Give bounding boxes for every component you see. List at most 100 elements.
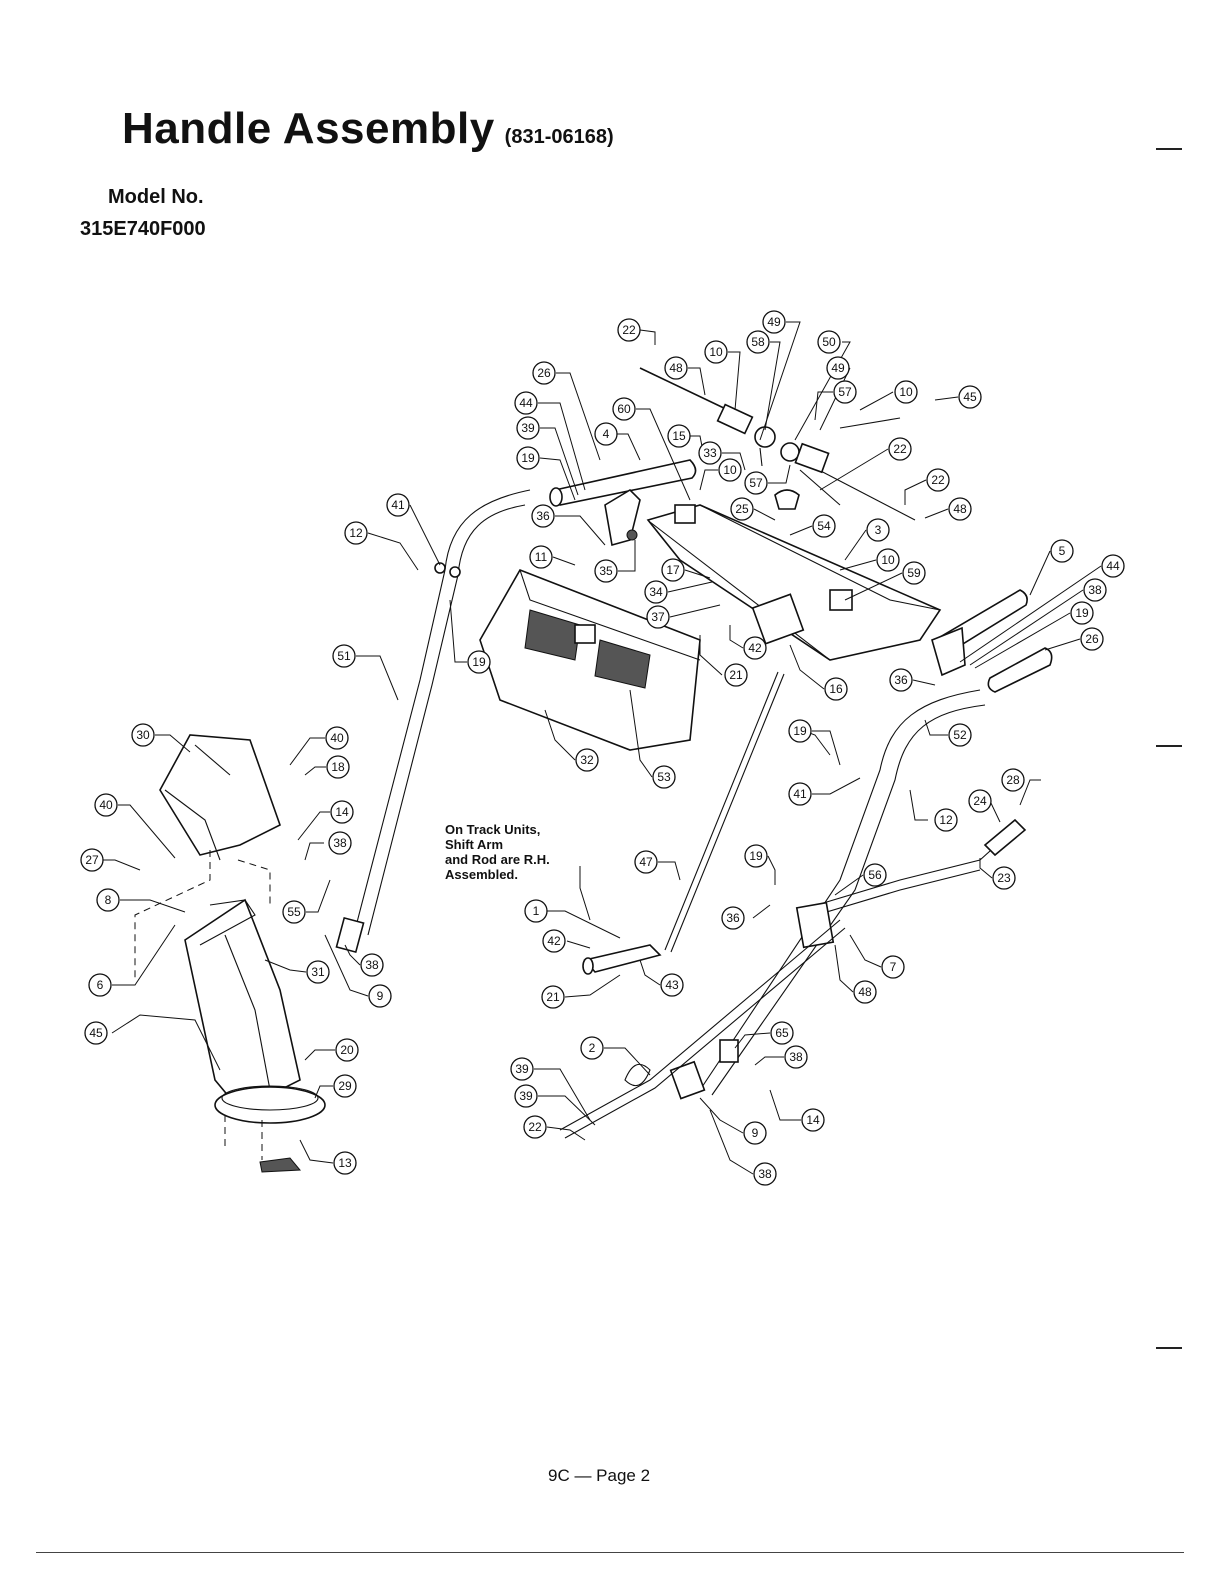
callout-29: 29 xyxy=(333,1074,357,1098)
callout-23: 23 xyxy=(992,866,1016,890)
callout-label: 9 xyxy=(377,989,384,1003)
model-number: 315E740F000 xyxy=(80,218,206,240)
callout-54: 54 xyxy=(812,514,836,538)
callout-label: 42 xyxy=(547,934,561,948)
callout-label: 30 xyxy=(136,728,150,742)
callout-label: 24 xyxy=(973,794,987,808)
callout-19: 19 xyxy=(516,446,540,470)
callout-38: 38 xyxy=(753,1162,777,1186)
control-panel-part xyxy=(646,504,942,661)
bottom-rule xyxy=(36,1552,1184,1553)
callout-label: 19 xyxy=(749,849,763,863)
callout-19: 19 xyxy=(744,844,768,868)
callout-label: 34 xyxy=(649,585,663,599)
callout-label: 3 xyxy=(875,523,882,537)
callout-label: 23 xyxy=(997,871,1011,885)
callout-42: 42 xyxy=(542,929,566,953)
callout-52: 52 xyxy=(948,723,972,747)
callout-36: 36 xyxy=(721,906,745,930)
callout-38: 38 xyxy=(360,953,384,977)
callout-49: 49 xyxy=(826,356,850,380)
callout-33: 33 xyxy=(698,441,722,465)
callout-label: 42 xyxy=(748,641,762,655)
callout-label: 25 xyxy=(735,502,749,516)
callout-42: 42 xyxy=(743,636,767,660)
callout-label: 12 xyxy=(349,526,363,540)
callout-label: 19 xyxy=(1075,606,1089,620)
callout-label: 37 xyxy=(651,610,665,624)
right-handle-tube xyxy=(669,689,986,1100)
callout-label: 27 xyxy=(85,853,99,867)
callout-label: 31 xyxy=(311,965,325,979)
left-hand-grip xyxy=(549,459,697,547)
callout-8: 8 xyxy=(96,888,120,912)
callout-39: 39 xyxy=(514,1084,538,1108)
callout-label: 32 xyxy=(580,753,594,767)
callout-10: 10 xyxy=(876,548,900,572)
callout-label: 1 xyxy=(533,904,540,918)
right-hand-grip xyxy=(931,589,1053,693)
panel-cover xyxy=(479,569,701,751)
edge-mark xyxy=(1156,745,1182,747)
callout-5: 5 xyxy=(1050,539,1074,563)
callout-9: 9 xyxy=(743,1121,767,1145)
callout-label: 18 xyxy=(331,760,345,774)
callout-label: 10 xyxy=(899,385,913,399)
callout-22: 22 xyxy=(617,318,641,342)
callout-58: 58 xyxy=(746,330,770,354)
left-handle-tube xyxy=(335,489,531,954)
edge-mark xyxy=(1156,148,1182,150)
callout-22: 22 xyxy=(926,468,950,492)
callout-22: 22 xyxy=(523,1115,547,1139)
callout-19: 19 xyxy=(467,650,491,674)
callout-label: 2 xyxy=(589,1041,596,1055)
callout-label: 56 xyxy=(868,868,882,882)
callout-label: 45 xyxy=(89,1026,103,1040)
callout-25: 25 xyxy=(730,497,754,521)
lower-shift-rod xyxy=(795,818,1027,949)
callout-2: 2 xyxy=(580,1036,604,1060)
callout-16: 16 xyxy=(824,677,848,701)
shift-rod xyxy=(664,671,785,953)
callout-41: 41 xyxy=(386,493,410,517)
callout-label: 35 xyxy=(599,564,613,578)
callout-label: 52 xyxy=(953,728,967,742)
callout-label: 58 xyxy=(751,335,765,349)
page-title: Handle Assembly (831-06168) xyxy=(122,104,614,154)
callout-10: 10 xyxy=(894,380,918,404)
callout-label: 57 xyxy=(838,385,852,399)
callout-47: 47 xyxy=(634,850,658,874)
callout-38: 38 xyxy=(328,831,352,855)
callout-26: 26 xyxy=(1080,627,1104,651)
callout-label: 10 xyxy=(709,345,723,359)
callout-label: 45 xyxy=(963,390,977,404)
chute-deflector xyxy=(159,734,281,861)
title-text: Handle Assembly xyxy=(122,104,495,153)
callout-12: 12 xyxy=(934,808,958,832)
callout-45: 45 xyxy=(84,1021,108,1045)
callout-label: 5 xyxy=(1059,544,1066,558)
callout-41: 41 xyxy=(788,782,812,806)
callout-label: 33 xyxy=(703,446,717,460)
callout-39: 39 xyxy=(516,416,540,440)
callout-57: 57 xyxy=(744,471,768,495)
callout-label: 16 xyxy=(829,682,843,696)
callout-label: 36 xyxy=(726,911,740,925)
callout-label: 39 xyxy=(521,421,535,435)
callout-label: 51 xyxy=(337,649,351,663)
callout-label: 20 xyxy=(340,1043,354,1057)
discharge-chute xyxy=(184,898,326,1173)
callout-label: 7 xyxy=(890,960,897,974)
callout-57: 57 xyxy=(833,380,857,404)
callout-label: 65 xyxy=(775,1026,789,1040)
callout-label: 13 xyxy=(338,1156,352,1170)
callout-label: 57 xyxy=(749,476,763,490)
callout-label: 50 xyxy=(822,335,836,349)
callout-14: 14 xyxy=(801,1108,825,1132)
callout-label: 44 xyxy=(519,396,533,410)
callout-38: 38 xyxy=(1083,578,1107,602)
callout-label: 48 xyxy=(858,985,872,999)
callout-28: 28 xyxy=(1001,768,1025,792)
part-number: (831-06168) xyxy=(504,126,614,148)
